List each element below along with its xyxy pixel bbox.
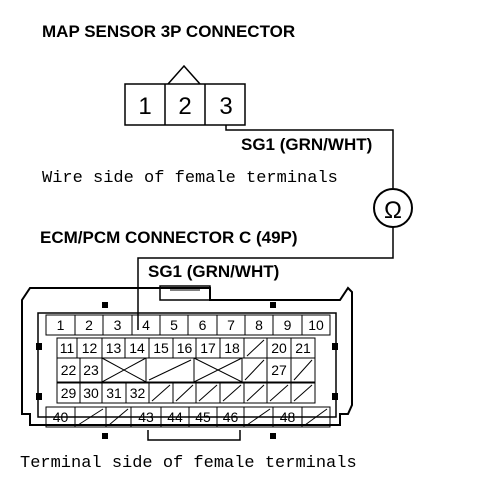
terminal-label: 18: [224, 340, 240, 356]
terminal-label: 44: [167, 409, 183, 425]
terminal-blank-slash: [246, 384, 265, 402]
terminal-cell: [290, 357, 316, 383]
terminal-label: 30: [83, 385, 99, 401]
map-connector-key: [167, 64, 201, 85]
terminal-blank-slash: [304, 408, 328, 426]
terminal-blank-slash: [269, 384, 289, 402]
terminal-blank-slash: [175, 384, 194, 402]
terminal-label: 40: [53, 409, 69, 425]
ecm-wire: [137, 227, 394, 330]
map-wire-label: SG1 (GRN/WHT): [241, 135, 372, 154]
terminal-label: 32: [130, 385, 146, 401]
terminal-label: 14: [129, 340, 145, 356]
map-pin-1: 1: [138, 93, 151, 120]
terminal-cell: [301, 406, 331, 428]
map-pin-3: 3: [219, 93, 232, 120]
terminal-label: 9: [284, 317, 292, 333]
terminal-blank-slash: [198, 384, 218, 402]
terminal-cell: [301, 314, 331, 336]
terminal-label: 22: [61, 362, 77, 378]
terminal-blank-slash: [77, 408, 104, 426]
terminal-blank-slash: [151, 384, 171, 402]
terminal-blank-slash: [246, 339, 265, 357]
terminal-label: 2: [85, 317, 93, 333]
terminal-label: 12: [82, 340, 98, 356]
terminal-label: 13: [106, 340, 122, 356]
terminal-blank-slash: [246, 408, 271, 426]
terminal-cross: [193, 357, 243, 383]
terminal-label: 45: [195, 409, 211, 425]
terminal-label: 16: [177, 340, 193, 356]
ecm-connector-shell: [21, 285, 353, 441]
terminal-cross: [101, 357, 147, 383]
terminal-label: 3: [114, 317, 122, 333]
terminal-label: 27: [271, 362, 287, 378]
terminal-label: 15: [153, 340, 169, 356]
terminal-label: 21: [295, 340, 311, 356]
terminal-label: 10: [308, 317, 324, 333]
terminal-blank-slash: [222, 384, 242, 402]
terminal-label: 20: [271, 340, 287, 356]
terminal-blank-slash: [108, 408, 129, 426]
terminal-cell: [290, 382, 316, 404]
terminal-label: 5: [170, 317, 178, 333]
terminal-label: 48: [280, 409, 296, 425]
terminal-label: 6: [199, 317, 207, 333]
terminal-label: 17: [200, 340, 216, 356]
terminal-label: 23: [83, 362, 99, 378]
terminal-label: 31: [106, 385, 122, 401]
terminal-label: 8: [255, 317, 263, 333]
ohmmeter-symbol: Ω: [384, 197, 402, 224]
terminal-blank-slash: [293, 359, 313, 381]
map-pin-2: 2: [178, 93, 191, 120]
terminal-label: 7: [227, 317, 235, 333]
terminal-blank-slash: [148, 359, 192, 381]
terminal-blank-slash: [293, 384, 313, 402]
ecm-side-note: Terminal side of female terminals: [20, 454, 357, 473]
terminal-blank-slash: [244, 359, 265, 381]
map-connector-title: MAP SENSOR 3P CONNECTOR: [42, 22, 295, 41]
map-side-note: Wire side of female terminals: [42, 169, 338, 188]
terminal-label: 43: [138, 409, 154, 425]
ecm-wire-label: SG1 (GRN/WHT): [148, 262, 279, 281]
terminal-label: 1: [57, 317, 65, 333]
terminal-label: 11: [60, 340, 75, 356]
terminal-label: 4: [142, 317, 150, 333]
map-wire: [225, 125, 394, 188]
terminal-label: 46: [223, 409, 239, 425]
terminal-label: 29: [61, 385, 77, 401]
map-connector-body: [124, 83, 246, 126]
ecm-connector-title: ECM/PCM CONNECTOR C (49P): [40, 228, 298, 247]
